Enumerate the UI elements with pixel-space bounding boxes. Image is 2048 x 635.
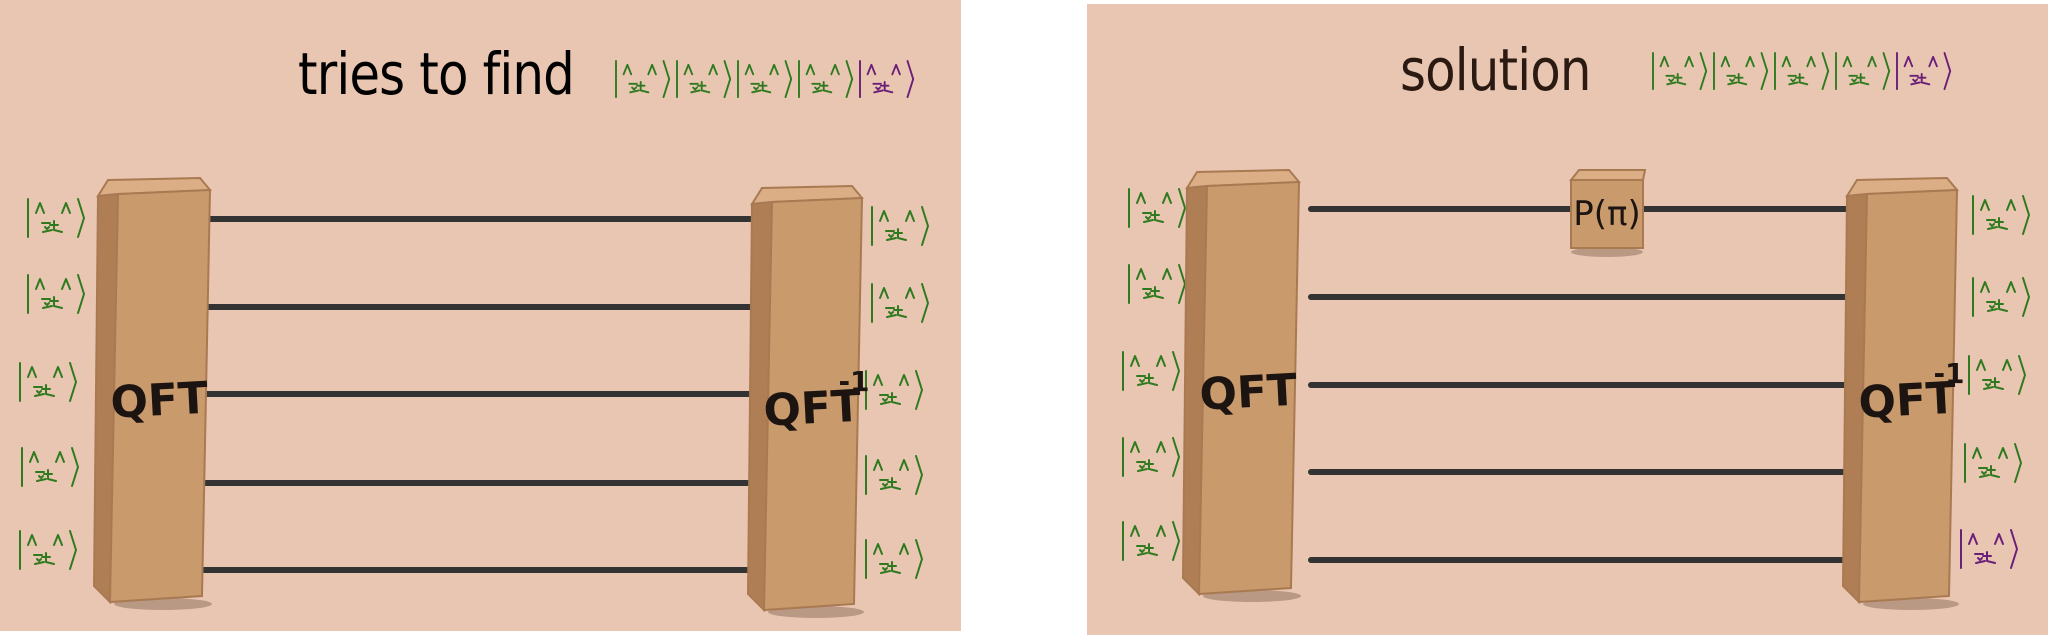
input-cat-ket-icon xyxy=(1122,437,1180,477)
inverse-qft-box-superscript: -1 xyxy=(838,365,869,398)
green-cat-ket-icon xyxy=(1713,52,1769,91)
output-cat-ket-icon xyxy=(871,206,929,246)
purple-cat-ket-icon xyxy=(1896,52,1952,91)
purple-cat-ket-icon xyxy=(859,60,915,99)
input-cat-ket-icon xyxy=(1128,264,1186,304)
input-cat-ket-icon xyxy=(27,274,85,314)
input-cat-ket-icon xyxy=(21,447,79,487)
green-cat-ket-icon xyxy=(1652,52,1708,91)
right-io-cat-states xyxy=(1122,188,2030,569)
output-cat-ket-icon xyxy=(1960,529,2018,569)
right-panel-title: solution xyxy=(1400,36,1592,104)
output-cat-ket-icon xyxy=(1972,195,2030,235)
inverse-qft-box-label: QFT xyxy=(762,381,862,437)
output-cat-ket-icon xyxy=(865,539,923,579)
inverse-qft-box-superscript: -1 xyxy=(1933,357,1964,390)
output-cat-ket-icon xyxy=(871,283,929,323)
qft-box: QFT xyxy=(92,176,213,610)
left-header-cat-states xyxy=(615,60,915,99)
right-wires xyxy=(1308,206,1856,563)
output-cat-ket-icon xyxy=(1964,443,2022,483)
output-cat-ket-icon xyxy=(865,370,923,410)
right-header-cat-states xyxy=(1652,52,1952,91)
left-wires xyxy=(201,216,760,573)
green-cat-ket-icon xyxy=(615,60,671,99)
inverse-qft-box-label: QFT xyxy=(1857,373,1957,429)
green-cat-ket-icon xyxy=(676,60,732,99)
inverse-qft-box: QFT-1 xyxy=(746,184,870,618)
inverse-qft-box: QFT-1 xyxy=(1841,176,1965,610)
left-io-cat-states xyxy=(19,198,929,579)
input-cat-ket-icon xyxy=(19,530,77,570)
phase-gate-label: P(π) xyxy=(1573,194,1641,234)
green-cat-ket-icon xyxy=(1774,52,1830,91)
qft-box-label: QFT xyxy=(109,373,209,429)
green-cat-ket-icon xyxy=(798,60,854,99)
phase-gate-box: P(π) xyxy=(1568,169,1647,257)
left-panel-title: tries to find xyxy=(298,40,575,108)
output-cat-ket-icon xyxy=(1972,277,2030,317)
qft-box: QFT xyxy=(1181,168,1302,602)
input-cat-ket-icon xyxy=(19,362,77,402)
output-cat-ket-icon xyxy=(865,455,923,495)
green-cat-ket-icon xyxy=(1835,52,1891,91)
qft-box-label: QFT xyxy=(1198,365,1298,421)
input-cat-ket-icon xyxy=(1122,351,1180,391)
input-cat-ket-icon xyxy=(1128,188,1186,228)
output-cat-ket-icon xyxy=(1968,355,2026,395)
input-cat-ket-icon xyxy=(27,198,85,238)
input-cat-ket-icon xyxy=(1122,521,1180,561)
green-cat-ket-icon xyxy=(737,60,793,99)
